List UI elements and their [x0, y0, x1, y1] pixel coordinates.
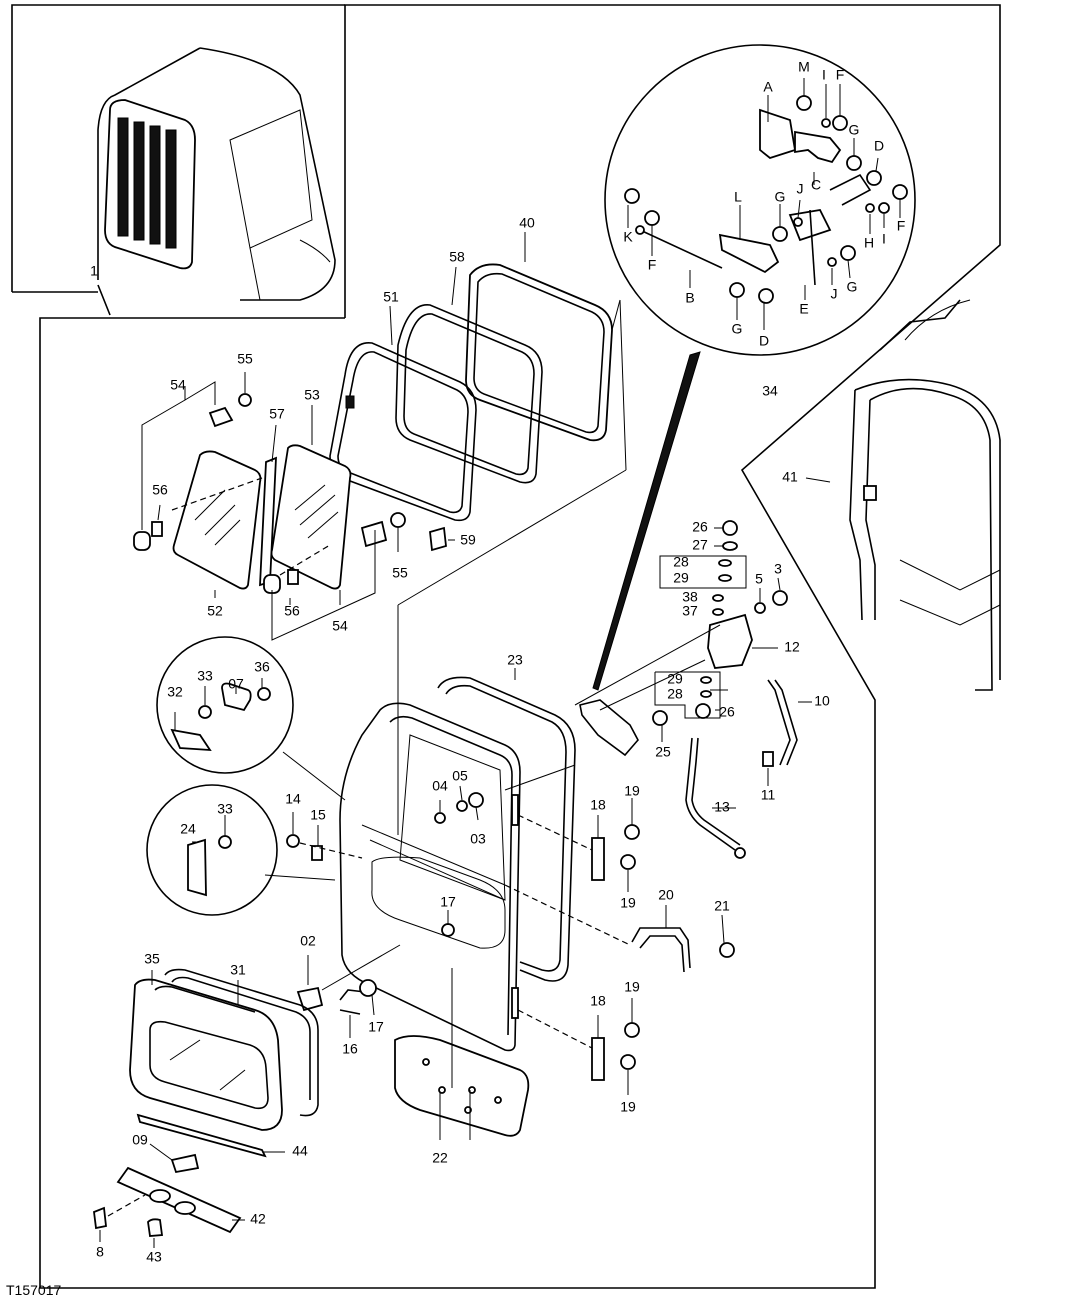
callout-04: 04	[432, 778, 448, 794]
callout-17b: 17	[368, 1019, 384, 1035]
callout-51: 51	[383, 289, 399, 305]
callout-28a: 28	[673, 554, 689, 570]
callout-19a: 19	[624, 783, 640, 799]
callout-letter-D1: D	[874, 138, 884, 154]
callout-letter-K: K	[623, 229, 633, 245]
callout-43: 43	[146, 1249, 162, 1265]
callout-31: 31	[230, 962, 246, 978]
callout-labels: 1 40 58 51 55 54 53 57 56 59 55 52 56 54…	[90, 59, 905, 1265]
callout-letter-G1: G	[849, 122, 860, 138]
callout-21: 21	[714, 898, 730, 914]
callout-letter-F2: F	[897, 218, 906, 234]
callout-letter-M: M	[798, 59, 810, 75]
sliding-glass-assembly	[133, 372, 455, 641]
callout-09: 09	[132, 1132, 148, 1148]
callout-55b: 55	[392, 565, 408, 581]
callout-35: 35	[144, 951, 160, 967]
callout-22: 22	[432, 1150, 448, 1166]
callout-10: 10	[814, 693, 830, 709]
callout-38: 38	[682, 589, 698, 605]
callout-33b: 33	[217, 801, 233, 817]
callout-54a: 54	[170, 377, 186, 393]
callout-29a: 29	[673, 570, 689, 586]
callout-02: 02	[300, 933, 316, 949]
callout-26a: 26	[692, 519, 708, 535]
cab-opening-seal-view	[805, 299, 1001, 691]
callout-55a: 55	[237, 351, 253, 367]
callout-28b: 28	[667, 686, 683, 702]
callout-24: 24	[180, 821, 196, 837]
callout-letter-J1: J	[797, 181, 804, 197]
callout-54b: 54	[332, 618, 348, 634]
callout-12: 12	[784, 639, 800, 655]
callout-11: 11	[761, 787, 776, 803]
callout-18b: 18	[590, 993, 606, 1009]
callout-letter-C: C	[811, 177, 821, 193]
door-assembly	[339, 668, 576, 1052]
figure-id: T157017	[6, 1282, 62, 1298]
callout-42: 42	[250, 1211, 266, 1227]
callout-letter-G3: G	[847, 279, 858, 295]
callout-32: 32	[167, 684, 183, 700]
callout-letter-G2: G	[775, 189, 786, 205]
callout-20: 20	[658, 887, 674, 903]
callout-58: 58	[449, 249, 465, 265]
callout-34: 34	[762, 383, 778, 399]
callout-17a: 17	[440, 894, 456, 910]
callout-36: 36	[254, 659, 270, 675]
callout-letter-F1: F	[836, 67, 845, 83]
callout-letter-I2: I	[882, 231, 886, 247]
callout-57: 57	[269, 406, 285, 422]
inner-cover-panel	[394, 968, 530, 1140]
callout-19c: 19	[624, 979, 640, 995]
callout-3: 3	[774, 561, 782, 577]
callout-letter-B: B	[685, 290, 694, 306]
callout-33a: 33	[197, 668, 213, 684]
callout-56b: 56	[284, 603, 300, 619]
callout-5: 5	[755, 571, 763, 587]
callout-8: 8	[96, 1244, 104, 1260]
callout-56a: 56	[152, 482, 168, 498]
lower-window-assembly	[93, 968, 319, 1248]
callout-53: 53	[304, 387, 320, 403]
callout-18a: 18	[590, 797, 606, 813]
callout-25: 25	[655, 744, 671, 760]
callout-letter-A: A	[763, 79, 773, 95]
diagram-frame	[39, 4, 1001, 1289]
callout-23: 23	[507, 652, 523, 668]
latch-detail-circle	[592, 44, 916, 691]
callout-05: 05	[452, 768, 468, 784]
door-hardware	[286, 520, 812, 1095]
callout-07: 07	[228, 676, 244, 692]
detail-circle-bracket	[146, 784, 336, 916]
callout-52: 52	[207, 603, 223, 619]
callout-letter-I1: I	[822, 67, 826, 83]
callout-letter-J2: J	[831, 286, 838, 302]
callout-27: 27	[692, 537, 708, 553]
callout-29b: 29	[667, 671, 683, 687]
callout-16: 16	[342, 1041, 358, 1057]
callout-13: 13	[714, 799, 730, 815]
callout-letter-H: H	[864, 235, 874, 251]
callout-letter-L: L	[734, 189, 742, 205]
callout-letter-F3: F	[648, 257, 657, 273]
callout-15: 15	[310, 807, 326, 823]
callout-14: 14	[285, 791, 301, 807]
cab-overview-inset	[11, 4, 345, 316]
callout-letter-G4: G	[732, 321, 743, 337]
callout-03: 03	[470, 831, 486, 847]
callout-44: 44	[292, 1143, 308, 1159]
callout-40: 40	[519, 215, 535, 231]
detail-circle-latch-cover	[156, 636, 346, 801]
callout-41: 41	[782, 469, 798, 485]
callout-26b: 26	[719, 704, 735, 720]
callout-letter-D2: D	[759, 333, 769, 349]
callout-59: 59	[460, 532, 476, 548]
callout-1: 1	[90, 263, 98, 279]
callout-letter-E: E	[799, 301, 808, 317]
callout-19d: 19	[620, 1099, 636, 1115]
callout-19b: 19	[620, 895, 636, 911]
callout-37: 37	[682, 603, 698, 619]
